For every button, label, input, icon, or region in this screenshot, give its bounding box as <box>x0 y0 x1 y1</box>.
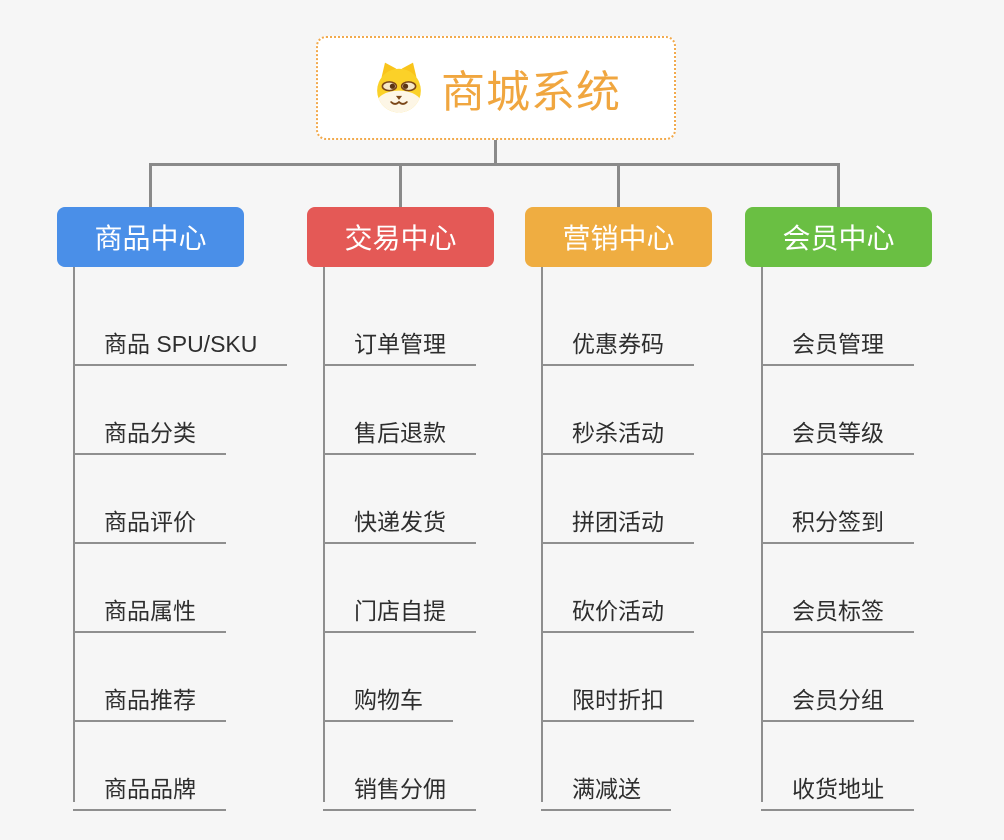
branch-label: 会员中心 <box>782 223 895 254</box>
leaf-node[interactable]: 商品属性 <box>73 576 226 633</box>
leaf-node[interactable]: 会员等级 <box>761 398 914 455</box>
leaf-node[interactable]: 限时折扣 <box>541 665 694 722</box>
leaf-label: 会员标签 <box>792 598 884 624</box>
branch-drop-connector <box>837 163 840 207</box>
branch-drop-connector <box>399 163 402 207</box>
branch-rail-connector <box>73 267 75 802</box>
leaf-label: 优惠券码 <box>572 331 664 357</box>
root-topic-node[interactable]: 商城系统 <box>316 36 676 140</box>
leaf-node[interactable]: 商品评价 <box>73 487 226 544</box>
leaf-node[interactable]: 拼团活动 <box>541 487 694 544</box>
branch-label: 商品中心 <box>94 223 207 254</box>
leaf-label: 砍价活动 <box>572 598 664 624</box>
leaf-label: 订单管理 <box>354 331 446 357</box>
leaf-label: 购物车 <box>354 687 423 713</box>
leaf-node[interactable]: 砍价活动 <box>541 576 694 633</box>
leaf-label: 售后退款 <box>354 420 446 446</box>
branch-node-3[interactable]: 营销中心 <box>525 207 712 267</box>
leaf-label: 秒杀活动 <box>572 420 664 446</box>
branch-bus-connector <box>149 163 840 166</box>
branch-node-2[interactable]: 交易中心 <box>307 207 494 267</box>
leaf-label: 商品品牌 <box>104 776 196 802</box>
branch-rail-connector <box>761 267 763 802</box>
leaf-node[interactable]: 售后退款 <box>323 398 476 455</box>
leaf-node[interactable]: 秒杀活动 <box>541 398 694 455</box>
leaf-label: 商品 SPU/SKU <box>104 331 258 357</box>
branch-node-1[interactable]: 商品中心 <box>57 207 244 267</box>
leaf-label: 会员管理 <box>792 331 884 357</box>
leaf-label: 会员等级 <box>792 420 884 446</box>
leaf-node[interactable]: 会员标签 <box>761 576 914 633</box>
leaf-node[interactable]: 订单管理 <box>323 309 476 366</box>
leaf-node[interactable]: 商品 SPU/SKU <box>73 309 288 366</box>
leaf-label: 收货地址 <box>792 776 884 802</box>
branch-drop-connector <box>617 163 620 207</box>
leaf-label: 限时折扣 <box>572 687 664 713</box>
leaf-label: 门店自提 <box>354 598 446 624</box>
leaf-node[interactable]: 购物车 <box>323 665 453 722</box>
leaf-label: 满减送 <box>572 776 641 802</box>
branch-label: 交易中心 <box>344 223 457 254</box>
root-stem-connector <box>494 140 497 166</box>
leaf-node[interactable]: 销售分佣 <box>323 754 476 811</box>
branch-rail-connector <box>323 267 325 802</box>
branch-drop-connector <box>149 163 152 207</box>
leaf-node[interactable]: 优惠券码 <box>541 309 694 366</box>
leaf-node[interactable]: 门店自提 <box>323 576 476 633</box>
leaf-label: 商品分类 <box>104 420 196 446</box>
leaf-label: 商品评价 <box>104 509 196 535</box>
leaf-node[interactable]: 收货地址 <box>761 754 914 811</box>
leaf-label: 快递发货 <box>354 509 446 535</box>
branch-rail-connector <box>541 267 543 802</box>
leaf-node[interactable]: 商品分类 <box>73 398 226 455</box>
dog-face-icon <box>377 62 421 113</box>
leaf-node[interactable]: 积分签到 <box>761 487 914 544</box>
leaf-label: 拼团活动 <box>572 509 664 535</box>
leaf-node[interactable]: 满减送 <box>541 754 671 811</box>
leaf-node[interactable]: 快递发货 <box>323 487 476 544</box>
leaf-label: 商品属性 <box>104 598 196 624</box>
root-topic-title: 商城系统 <box>441 68 621 117</box>
leaf-node[interactable]: 商品品牌 <box>73 754 226 811</box>
leaf-node[interactable]: 会员分组 <box>761 665 914 722</box>
leaf-node[interactable]: 会员管理 <box>761 309 914 366</box>
branch-label: 营销中心 <box>562 223 675 254</box>
branch-node-4[interactable]: 会员中心 <box>745 207 932 267</box>
leaf-label: 会员分组 <box>792 687 884 713</box>
leaf-node[interactable]: 商品推荐 <box>73 665 226 722</box>
leaf-label: 积分签到 <box>792 509 884 535</box>
leaf-label: 商品推荐 <box>104 687 196 713</box>
leaf-label: 销售分佣 <box>354 776 446 802</box>
